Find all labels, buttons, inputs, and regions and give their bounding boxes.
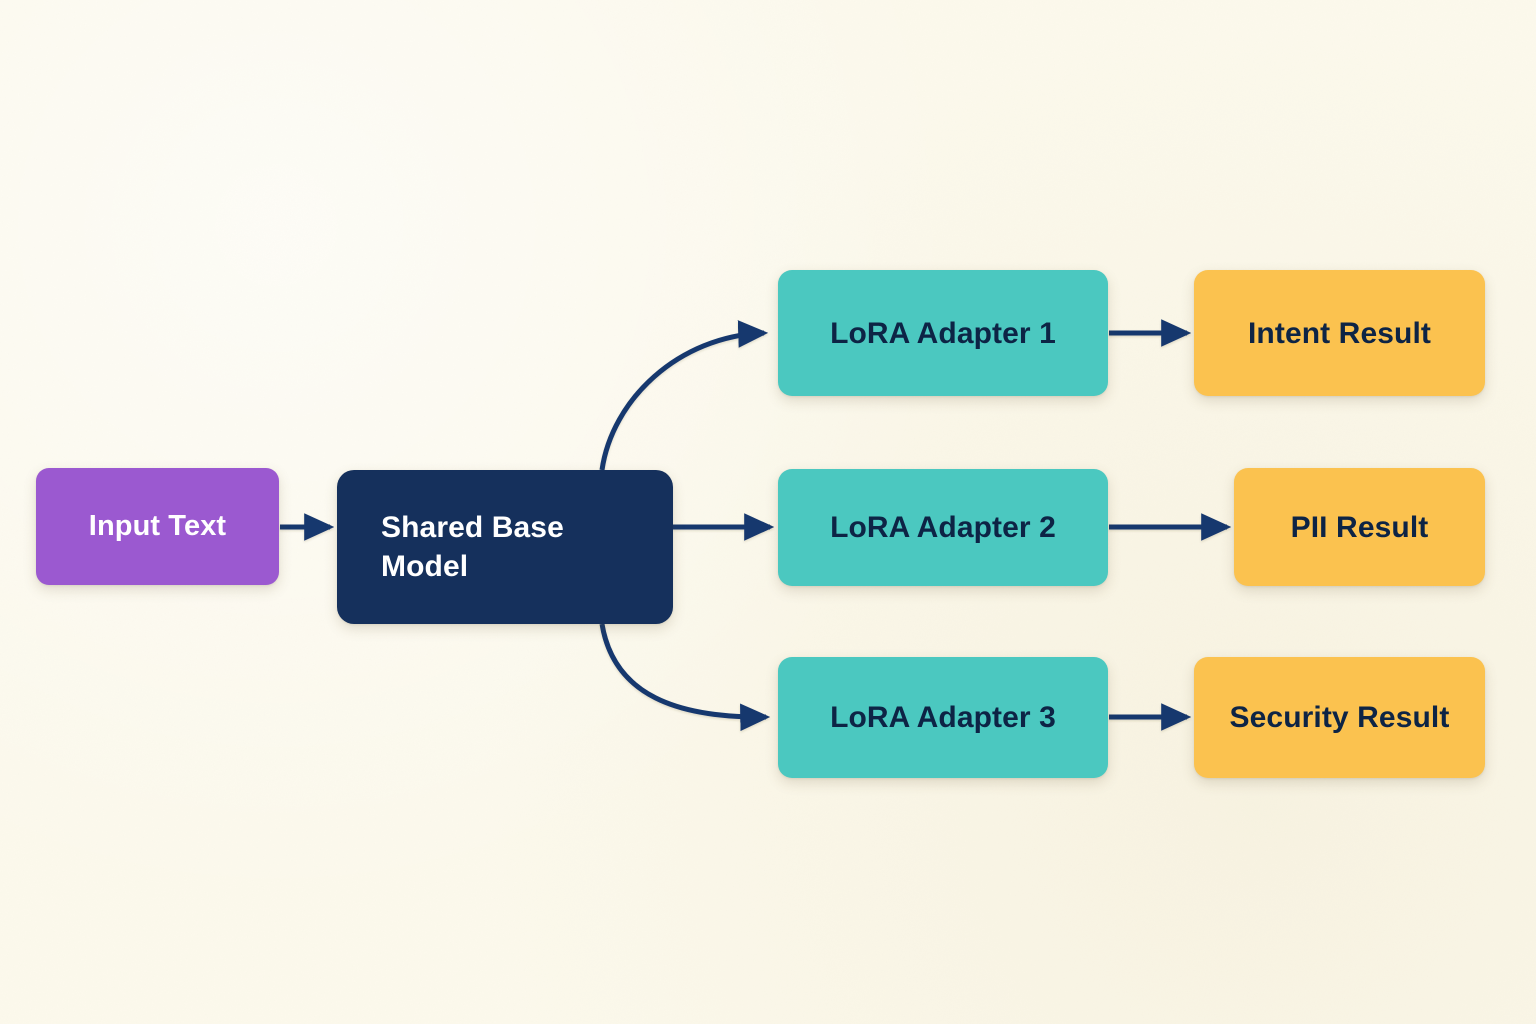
edge-base-to-adapter-1: [599, 320, 769, 471]
node-security-result[interactable]: Security Result: [1194, 657, 1485, 778]
node-input-text[interactable]: Input Text: [36, 468, 279, 585]
node-lora-adapter-3[interactable]: LoRA Adapter 3: [778, 657, 1108, 778]
node-shared-base-model-line-1: Shared Base: [381, 511, 564, 544]
edge-base-to-adapter-3: [599, 623, 771, 732]
node-shared-base-model-line-2: Model: [381, 550, 469, 583]
node-lora-adapter-2-label: LoRA Adapter 2: [830, 511, 1056, 544]
node-pii-result-label: PII Result: [1290, 510, 1429, 544]
node-shared-base-model[interactable]: Shared Base Model: [337, 470, 673, 624]
node-security-result-label: Security Result: [1229, 701, 1450, 734]
node-pii-result[interactable]: PII Result: [1234, 468, 1485, 586]
node-intent-result[interactable]: Intent Result: [1194, 270, 1485, 396]
node-input-text-label: Input Text: [88, 509, 227, 542]
node-lora-adapter-3-label: LoRA Adapter 3: [830, 701, 1056, 734]
node-lora-adapter-1-label: LoRA Adapter 1: [830, 316, 1056, 350]
node-lora-adapter-1[interactable]: LoRA Adapter 1: [778, 270, 1108, 396]
node-intent-result-label: Intent Result: [1248, 316, 1431, 350]
node-lora-adapter-2[interactable]: LoRA Adapter 2: [778, 469, 1108, 586]
node-shared-base-model-label: Shared Base Model: [381, 508, 673, 586]
